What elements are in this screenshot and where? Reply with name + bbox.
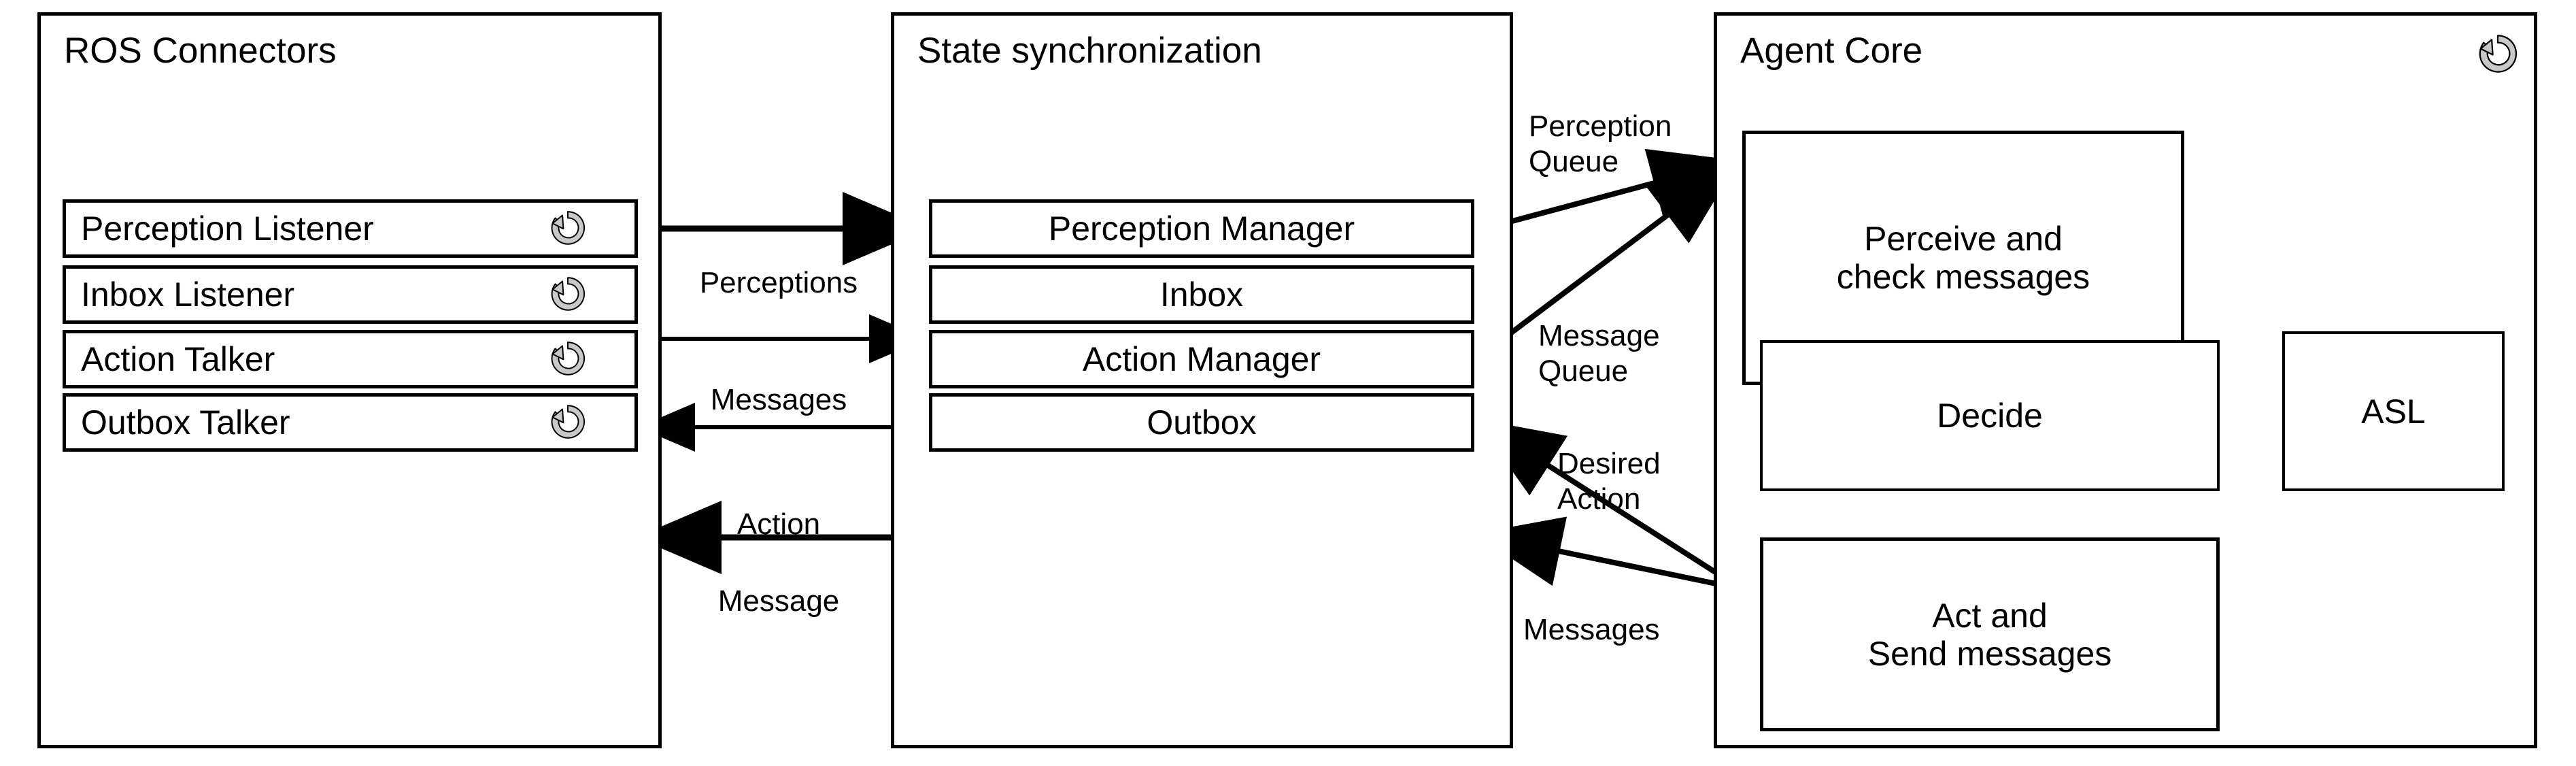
node-label-outbox-talker: Outbox Talker	[81, 403, 290, 442]
node-perception-manager[interactable]: Perception Manager	[929, 199, 1474, 258]
loop-icon	[545, 399, 590, 444]
node-inbox-listener[interactable]: Inbox Listener	[63, 265, 638, 324]
node-label-action-talker: Action Talker	[81, 340, 275, 378]
edge-label-perceptions: Perceptions	[699, 266, 858, 299]
group-title-ros-connectors: ROS Connectors	[64, 31, 337, 71]
node-asl[interactable]: ASL	[2282, 331, 2505, 491]
edge-label-messages-out: Messages	[1523, 613, 1660, 646]
loop-icon	[2473, 29, 2523, 79]
node-label-outbox: Outbox	[1147, 403, 1257, 442]
node-label-asl: ASL	[2361, 392, 2426, 431]
loop-icon	[545, 336, 590, 381]
edge-label-desired-action: Desired Action	[1557, 447, 1661, 516]
group-title-agent-core: Agent Core	[1740, 31, 1923, 71]
node-label-decide: Decide	[1937, 397, 2043, 435]
node-outbox-talker[interactable]: Outbox Talker	[63, 393, 638, 452]
loop-icon	[545, 205, 590, 250]
edge-label-action: Action	[736, 507, 821, 541]
node-perception-listener[interactable]: Perception Listener	[63, 199, 638, 258]
node-label-inbox: Inbox	[1159, 276, 1244, 314]
node-inbox[interactable]: Inbox	[929, 265, 1474, 324]
node-label-act-and-send-messages: Act and Send messages	[1867, 596, 2112, 673]
edge-label-messages: Messages	[710, 383, 847, 416]
node-act-and-send-messages[interactable]: Act and Send messages	[1760, 537, 2220, 731]
node-action-manager[interactable]: Action Manager	[929, 330, 1474, 388]
node-decide[interactable]: Decide	[1760, 340, 2220, 491]
node-label-perception-listener: Perception Listener	[81, 210, 374, 248]
node-label-action-manager: Action Manager	[1082, 340, 1321, 378]
edge-label-message-queue: Message Queue	[1538, 319, 1660, 388]
node-label-inbox-listener: Inbox Listener	[81, 276, 295, 314]
node-label-perceive-and-check-messages: Perceive and check messages	[1836, 220, 2090, 296]
group-title-state-synchronization: State synchronization	[917, 31, 1262, 71]
node-label-perception-manager: Perception Manager	[1048, 210, 1355, 248]
edge-label-perception-queue: Perception Queue	[1529, 110, 1672, 178]
node-action-talker[interactable]: Action Talker	[63, 330, 638, 388]
edge-label-message: Message	[717, 584, 840, 618]
node-outbox[interactable]: Outbox	[929, 393, 1474, 452]
edge-messages-out	[1474, 516, 1736, 590]
loop-icon	[545, 271, 590, 316]
